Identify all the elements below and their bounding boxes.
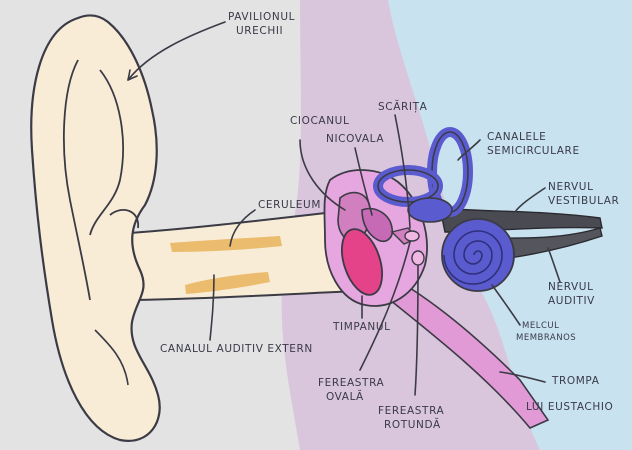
label-canal: CANALUL AUDITIV EXTERN bbox=[160, 343, 313, 355]
incus bbox=[361, 207, 394, 243]
label-canale-line1: CANALELE bbox=[487, 131, 546, 143]
leader-pinna-head bbox=[127, 69, 138, 81]
cerumen-patch-upper bbox=[170, 236, 282, 252]
label-vestibular-line1: NERVUL bbox=[548, 181, 594, 193]
helix-fold bbox=[63, 59, 91, 301]
eardrum bbox=[341, 228, 383, 296]
label-rotund-line2: ROTUNDĂ bbox=[384, 418, 441, 431]
leader-canals bbox=[457, 139, 481, 161]
label-cerumen: CERULEUM bbox=[258, 199, 321, 211]
leader-auditiv bbox=[547, 247, 561, 283]
oval-window bbox=[404, 230, 420, 242]
vestibule bbox=[407, 197, 453, 223]
label-auditiv-line1: NERVUL bbox=[548, 281, 594, 293]
label-scarita: SCĂRIȚA bbox=[378, 100, 428, 113]
label-trompa-line2: LUI EUSTACHIO bbox=[526, 401, 613, 413]
label-canale-line2: SEMICIRCULARE bbox=[487, 145, 580, 157]
cochlea-spiral bbox=[443, 230, 503, 285]
round-window bbox=[411, 250, 425, 266]
label-oval-line1: FEREASTRA bbox=[318, 377, 385, 389]
cochlea bbox=[441, 218, 515, 292]
antihelix-fold bbox=[89, 69, 124, 236]
label-melc-line2: MEMBRANOS bbox=[516, 333, 576, 343]
label-melc-line1: MELCUL bbox=[522, 321, 559, 331]
concha-fold bbox=[109, 209, 139, 229]
label-rotund-line1: FEREASTRA bbox=[378, 405, 445, 417]
label-pavilion-line2: URECHII bbox=[236, 25, 283, 37]
leader-ciocan bbox=[299, 139, 346, 211]
leader-nicovala bbox=[354, 147, 373, 216]
leader-melc bbox=[491, 284, 521, 326]
leader-trompa bbox=[499, 371, 546, 383]
eustachian-tube bbox=[376, 268, 550, 429]
label-pavilion-line1: PAVILIONUL bbox=[228, 11, 295, 23]
label-timpan: TIMPANUL bbox=[332, 321, 391, 333]
leader-canal bbox=[209, 274, 215, 341]
label-auditiv-line2: AUDITIV bbox=[548, 295, 595, 307]
label-nicovala: NICOVALA bbox=[326, 133, 384, 145]
label-vestibular-line2: VESTIBULAR bbox=[548, 195, 619, 207]
label-trompa-line1: TROMPA bbox=[551, 375, 600, 387]
leader-rotund bbox=[414, 265, 419, 396]
cochlea-body bbox=[441, 218, 515, 292]
leader-cerumen bbox=[229, 209, 256, 247]
leader-vestibular bbox=[514, 187, 546, 213]
label-ciocan: CIOCANUL bbox=[290, 115, 349, 127]
lobe-fold bbox=[94, 329, 129, 386]
label-oval-line2: OVALĂ bbox=[326, 390, 364, 403]
leader-pinna bbox=[127, 21, 226, 81]
cerumen-patch-lower bbox=[185, 272, 270, 294]
leader-oval bbox=[359, 241, 411, 371]
leader-scarita bbox=[394, 114, 411, 229]
